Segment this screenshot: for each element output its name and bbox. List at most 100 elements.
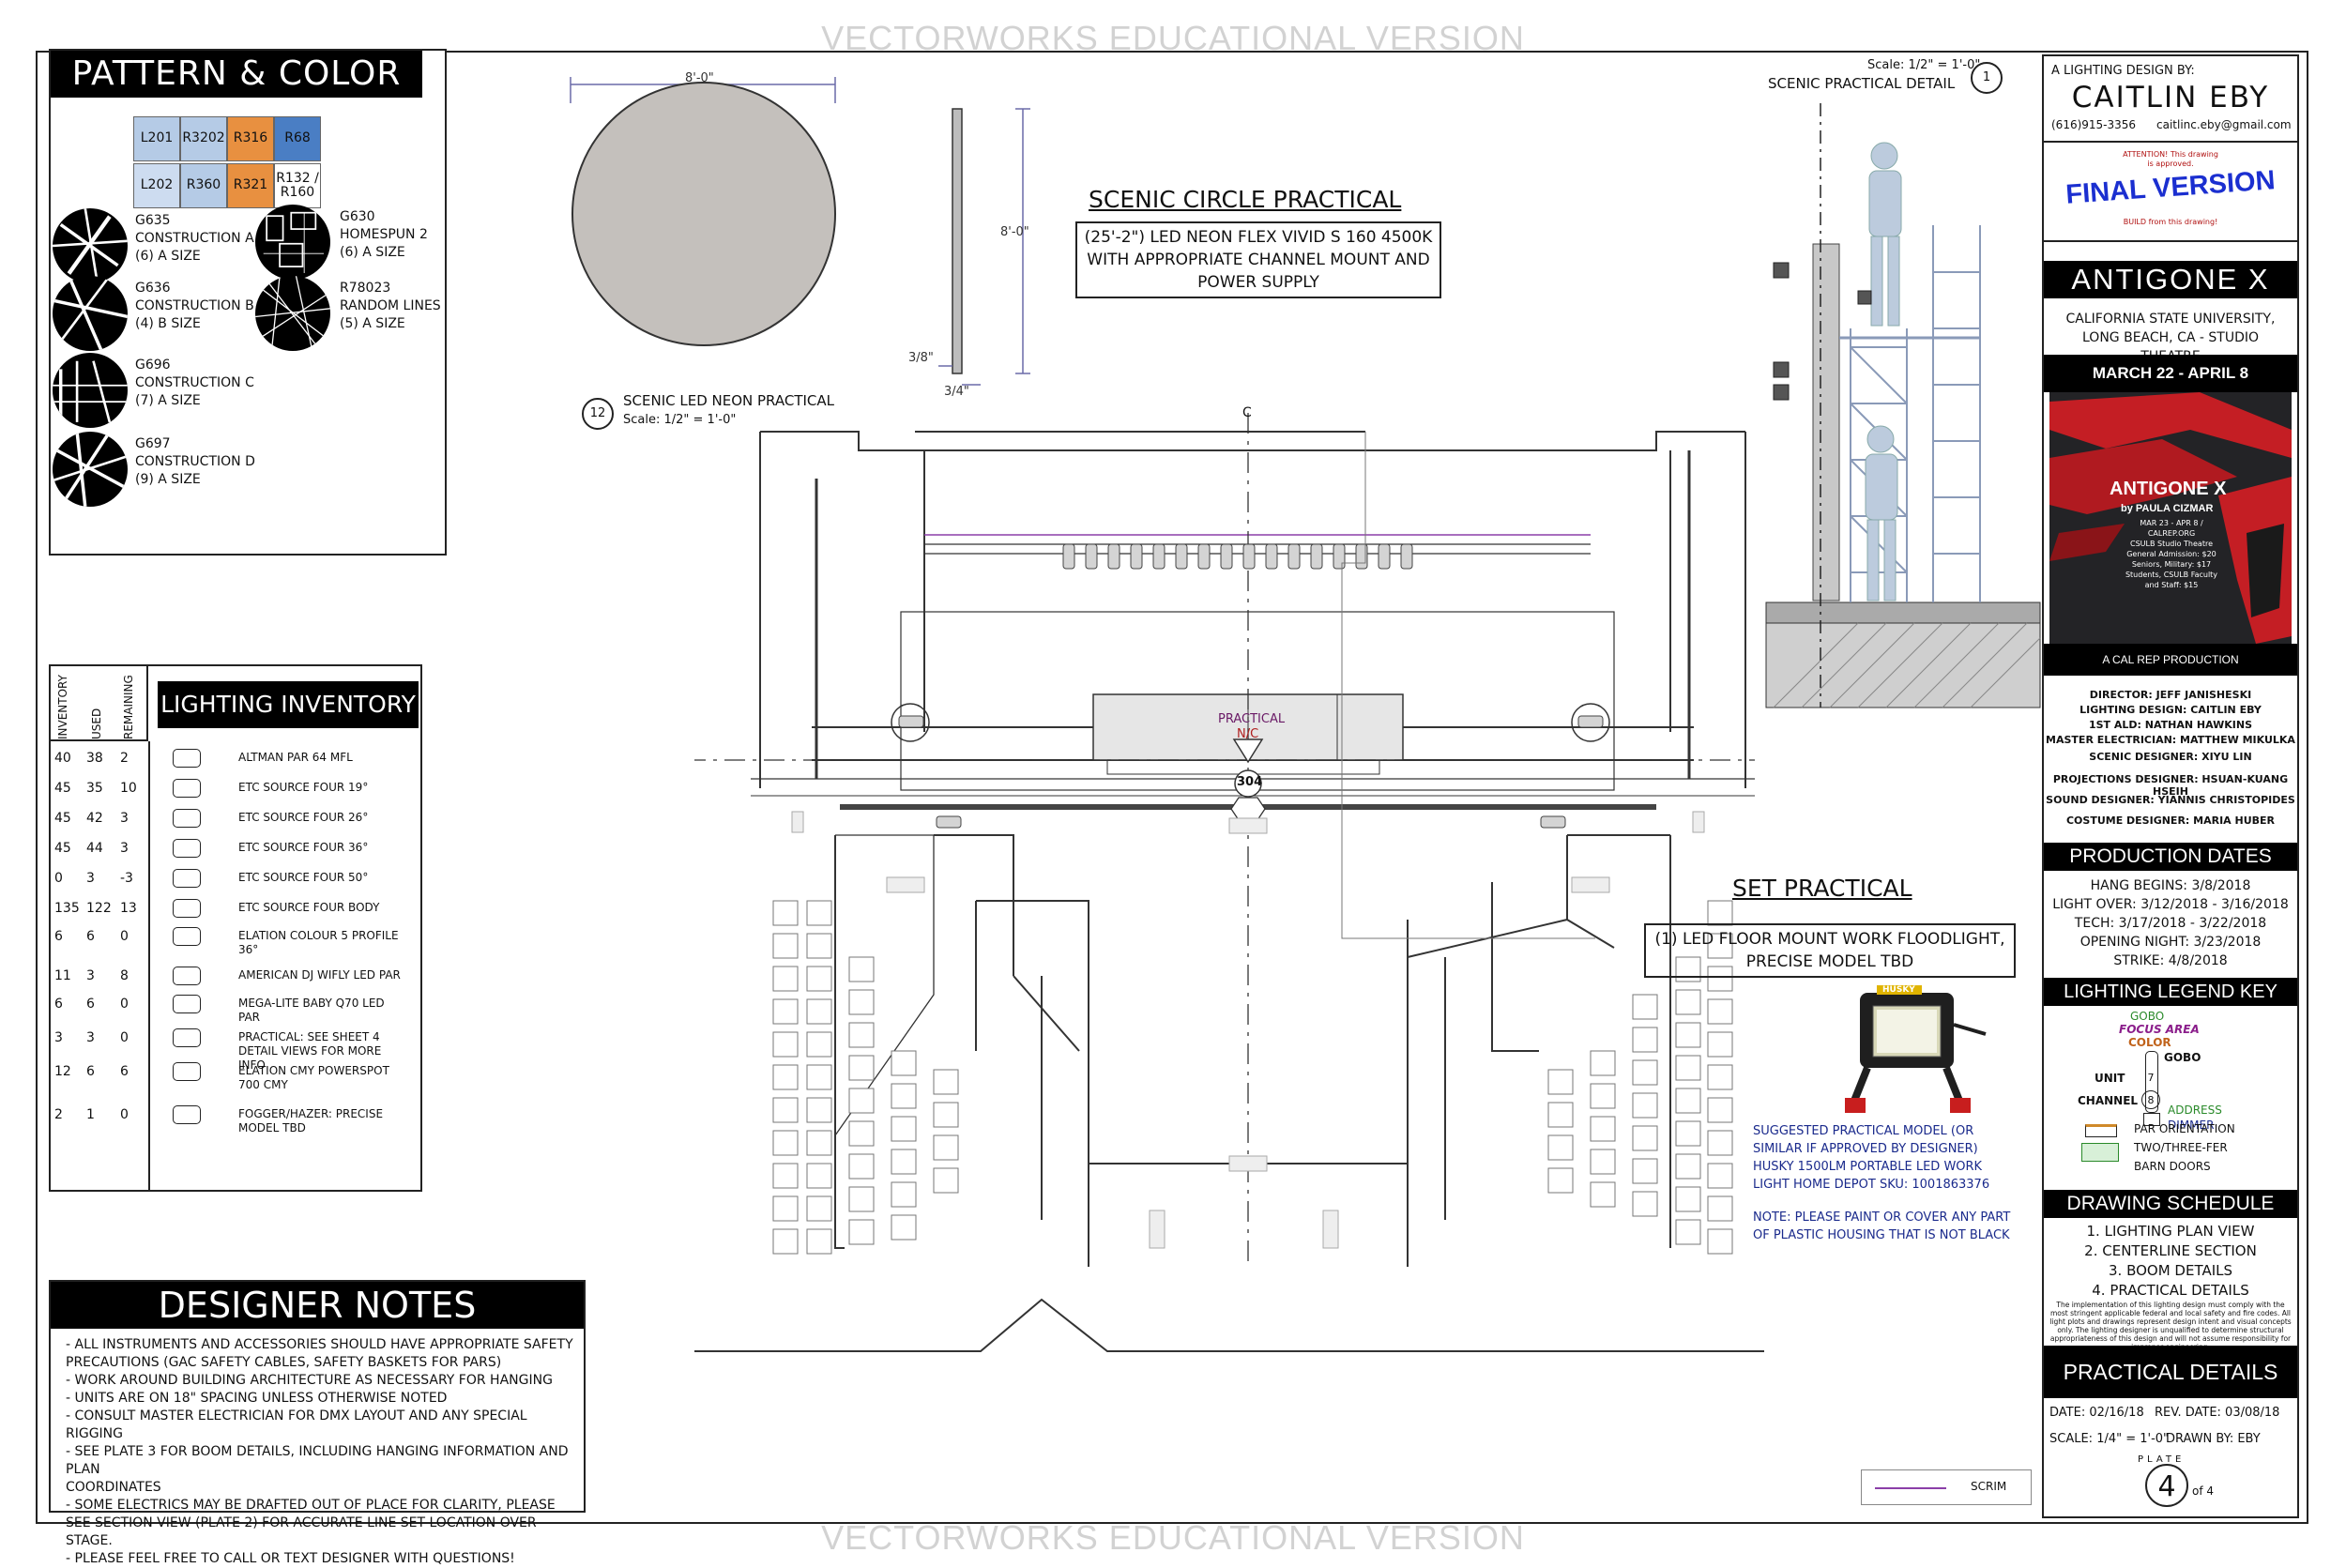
inventory-rem: 3 [120, 811, 129, 826]
practical-detail-scale: Scale: 1/2" = 1'-0" [1867, 58, 1981, 72]
set-practical-spec: (1) LED FLOOR MOUNT WORK FLOODLIGHT, PRE… [1644, 923, 2016, 978]
circle-practical-drawing [570, 77, 1030, 386]
circle-width-dim: 8'-0" [685, 71, 714, 85]
legend-focus-area: FOCUS AREA [2119, 1023, 2200, 1036]
stamp-build: BUILD from this drawing! [2123, 218, 2218, 226]
note-line: - ALL INSTRUMENTS AND ACCESSORIES SHOULD… [66, 1337, 573, 1352]
inventory-divider [148, 741, 150, 1190]
production-date-line: STRIKE: 4/8/2018 [2113, 953, 2228, 968]
gobo-construction-b-icon [53, 276, 128, 351]
gobo-homespun-icon [255, 205, 330, 280]
circle-thickness-dim: 3/4" [944, 385, 969, 399]
gobo-name: CONSTRUCTION A [135, 231, 254, 246]
led-par-icon [173, 967, 201, 985]
detail-callout-scale: Scale: 1/2" = 1'-0" [623, 413, 737, 427]
inventory-inv: 135 [54, 901, 80, 916]
gobo-construction-a-icon [53, 208, 128, 283]
inventory-used: 3 [86, 968, 95, 983]
inventory-inv: 6 [54, 929, 63, 944]
production-company: A CAL REP PRODUCTION [2044, 644, 2297, 676]
inventory-inv: 2 [54, 1107, 63, 1122]
revision-date: REV. DATE: 03/08/18 [2155, 1406, 2280, 1420]
inventory-rem: 0 [120, 997, 129, 1012]
stamp-attention: ATTENTION! This drawing is approved. [2123, 150, 2218, 168]
legend-par: PAR ORIENTATION [2134, 1122, 2235, 1135]
credit-line: MASTER ELECTRICIAN: MATTHEW MIKULKA [2046, 734, 2295, 746]
inventory-name: ETC SOURCE FOUR 19° [238, 781, 369, 794]
inventory-inv: 11 [54, 968, 71, 983]
title-block: A LIGHTING DESIGN BY: CAITLIN EBY (616)9… [2042, 54, 2299, 1518]
production-dates-title: PRODUCTION DATES [2044, 843, 2297, 871]
gobo-name: CONSTRUCTION B [135, 298, 254, 313]
inventory-used: 44 [86, 841, 103, 856]
inventory-used: 6 [86, 1064, 95, 1079]
legend-key-title: LIGHTING LEGEND KEY [2044, 978, 2297, 1006]
inventory-row: 11 3 8 AMERICAN DJ WIFLY LED PAR [51, 963, 422, 993]
schedule-line: 2. CENTERLINE SECTION [2084, 1242, 2257, 1259]
disclaimer: The implementation of this lighting desi… [2049, 1301, 2292, 1351]
color-swatch: R316 [227, 116, 274, 161]
gobo-construction-d-icon [53, 432, 128, 507]
note-line: - WORK AROUND BUILDING ARCHITECTURE AS N… [66, 1373, 553, 1388]
inventory-rem: -3 [120, 871, 133, 886]
drawing-sheet [36, 51, 2308, 1524]
credit-line: SOUND DESIGNER: YIANNIS CHRISTOPIDES [2046, 794, 2295, 806]
inventory-name: ETC SOURCE FOUR BODY [238, 901, 380, 914]
schedule-line: 1. LIGHTING PLAN VIEW [2086, 1223, 2255, 1240]
gobo-code: G636 [135, 281, 171, 296]
scrim-label: SCRIM [1971, 1480, 2007, 1493]
inventory-rem: 6 [120, 1064, 129, 1079]
legend-channel-circle: 8 [2141, 1090, 2160, 1109]
gobo-code: G696 [135, 358, 171, 373]
legend-gobo-side: GOBO [2164, 1051, 2201, 1064]
poster-info-line: CSULB Studio Theatre [2130, 540, 2213, 548]
poster-author: by PAULA CIZMAR [2121, 503, 2214, 514]
inventory-inv: 6 [54, 997, 63, 1012]
designer-notes-text: - ALL INSTRUMENTS AND ACCESSORIES SHOULD… [66, 1336, 580, 1568]
legend-two-fer: TWO/THREE-FER [2134, 1141, 2228, 1154]
legend-dimmer-hex [2143, 1113, 2160, 1126]
designer-notes-panel: DESIGNER NOTES - ALL INSTRUMENTS AND ACC… [49, 1280, 586, 1566]
work-light-brand: HUSKY [1882, 985, 1915, 995]
note-line: - CONSULT MASTER ELECTRICIAN FOR DMX LAY… [66, 1408, 527, 1441]
inventory-name: AMERICAN DJ WIFLY LED PAR [238, 968, 401, 982]
gobo-name: CONSTRUCTION D [135, 454, 255, 469]
gobo-qty: (9) A SIZE [135, 472, 201, 487]
legend-unit-number: 7 [2147, 1072, 2155, 1084]
inventory-title: LIGHTING INVENTORY [158, 681, 419, 728]
legend-gobo-top: GOBO [2130, 1010, 2165, 1023]
inventory-used: 38 [86, 751, 103, 766]
poster-info-line: Students, CSULB Faculty [2125, 571, 2218, 579]
inventory-inv: 45 [54, 811, 71, 826]
inventory-inv: 3 [54, 1030, 63, 1045]
circle-depth-dim: 3/8" [908, 351, 934, 365]
inventory-rem: 2 [120, 751, 129, 766]
gobo-random-lines-icon [255, 276, 330, 351]
gobo-name: CONSTRUCTION C [135, 375, 254, 390]
inventory-rem: 8 [120, 968, 129, 983]
ellipsoidal-19-icon [173, 779, 201, 798]
color-swatch: L201 [133, 116, 180, 161]
set-practical-note: NOTE: PLEASE PAINT OR COVER ANY PART OF … [1753, 1210, 2011, 1242]
show-poster: ANTIGONE X by PAULA CIZMAR MAR 23 - APR … [2049, 392, 2292, 644]
designer-email: caitlinc.eby@gmail.com [2156, 118, 2292, 131]
inventory-used: 42 [86, 811, 103, 826]
inventory-used: 3 [86, 871, 95, 886]
designer-name: CAITLIN EBY [2071, 81, 2270, 114]
inventory-panel: INVENTORY USED REMAINING LIGHTING INVENT… [49, 664, 422, 1192]
inventory-used: 3 [86, 1030, 95, 1045]
watermark-bottom: VECTORWORKS EDUCATIONAL VERSION [821, 1518, 1525, 1557]
credit-line: SCENIC DESIGNER: XIYU LIN [2089, 751, 2252, 763]
show-title: ANTIGONE X [2044, 261, 2297, 298]
poster-info-line: and Staff: $15 [2144, 581, 2199, 589]
production-date-line: LIGHT OVER: 3/12/2018 - 3/16/2018 [2052, 897, 2289, 912]
color-swatch: R321 [227, 163, 274, 208]
poster-info-line: MAR 23 - APR 8 / CALREP.ORG [2140, 519, 2203, 538]
